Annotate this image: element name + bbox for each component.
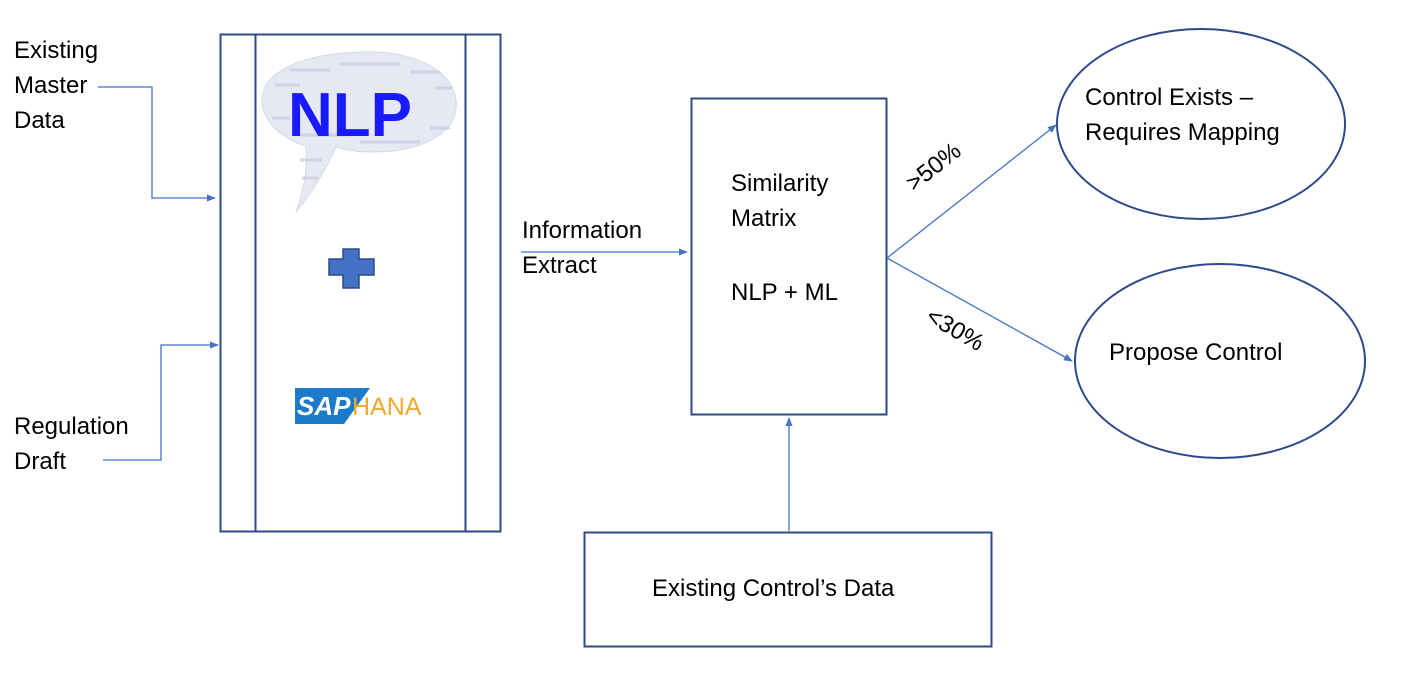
control-exists-line: Control Exists – (1085, 84, 1254, 111)
hana-logo-text: HANA (352, 393, 422, 421)
regulation-draft-label: Regulation Draft (14, 409, 129, 479)
existing-controls-box (583, 531, 993, 648)
similarity-line: Similarity (731, 170, 829, 197)
existing-controls-label: Existing Control’s Data (652, 575, 895, 602)
master-data-connector (98, 86, 216, 202)
similarity-matrix-label: Similarity Matrix (731, 166, 828, 236)
sap-logo-text: SAP (297, 391, 351, 421)
nlp-logo: NLP (261, 51, 457, 213)
information-extract-line: Information (522, 217, 643, 244)
master-data-line: Master (14, 72, 88, 99)
regulation-line: Regulation (14, 413, 129, 440)
nlp-logo-text: NLP (288, 81, 412, 150)
plus-icon (328, 248, 375, 289)
master-data-label: Existing Master Data (14, 33, 98, 138)
nlp-ml-label: NLP + ML (731, 279, 838, 306)
control-exists-label: Control Exists – Requires Mapping (1085, 80, 1280, 150)
information-extract-line: Extract (522, 252, 597, 279)
low-similarity-arrow (886, 257, 1073, 362)
control-exists-line: Requires Mapping (1085, 119, 1280, 146)
information-extract-label: Information Extract (522, 213, 642, 283)
propose-control-ellipse (1074, 263, 1366, 459)
speech-bubble-icon (261, 51, 457, 213)
sap-logo-shape (295, 388, 370, 424)
regulation-line: Draft (14, 448, 67, 475)
high-similarity-arrow (886, 124, 1057, 259)
similarity-matrix-box (690, 97, 888, 416)
sap-hana-logo: SAP HANA (295, 388, 422, 424)
regulation-connector (103, 341, 219, 461)
similarity-line: Matrix (731, 205, 797, 232)
master-data-line: Existing (14, 37, 99, 64)
propose-control-label: Propose Control (1109, 339, 1283, 366)
control-exists-ellipse (1056, 28, 1346, 220)
master-data-line: Data (14, 107, 65, 134)
word-cloud-texture (272, 62, 452, 180)
